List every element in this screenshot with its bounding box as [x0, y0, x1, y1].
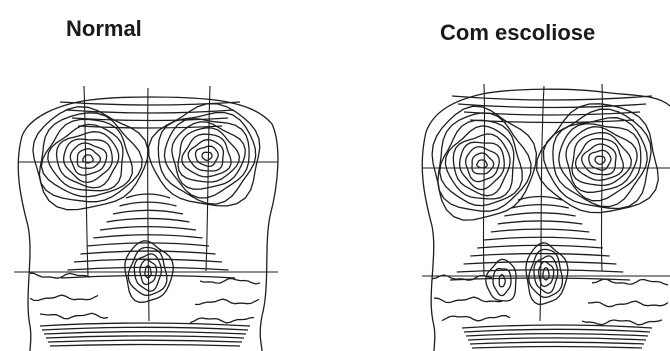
normal-moire-image: [0, 76, 300, 351]
lower-band-contour: [464, 329, 650, 332]
lower-band-contour: [470, 342, 644, 344]
scapula-contour: [589, 150, 611, 170]
scoliosis-label: Com escoliose: [440, 20, 595, 46]
lower-band-contour: [466, 334, 648, 336]
midback-contour: [511, 205, 569, 208]
flank-contour: [200, 279, 260, 285]
scapula-contour: [196, 146, 219, 166]
lower-band-contour: [462, 325, 652, 328]
midback-contour: [491, 229, 589, 232]
normal-contour-lines: [30, 102, 260, 346]
scapula-contour: [472, 153, 494, 174]
midback-contour: [484, 237, 596, 240]
scapula-contour: [595, 156, 605, 164]
midback-contour: [498, 221, 583, 224]
scapula-contour: [33, 107, 148, 210]
vertical-grid-line: [601, 84, 602, 271]
midback-contour: [464, 262, 617, 264]
upper-contour: [60, 102, 240, 105]
upper-contour: [464, 112, 640, 115]
midback-contour: [504, 213, 575, 216]
flank-contour: [190, 318, 254, 323]
vertical-grid-line: [84, 86, 88, 276]
lower-band-contour: [50, 345, 240, 347]
flank-contour: [434, 297, 502, 302]
scapula-contour: [70, 143, 106, 175]
lumbar-contour: [493, 269, 511, 296]
flank-contour: [195, 299, 259, 304]
lower-band-contour: [46, 336, 244, 338]
lower-band-contour: [44, 332, 246, 334]
lower-band-contour: [42, 327, 248, 330]
lower-band-contour: [468, 338, 646, 340]
flank-contour: [30, 295, 98, 300]
midback-contour: [477, 245, 603, 248]
flank-contour: [582, 320, 662, 325]
lower-band-contour: [472, 347, 642, 349]
scapula-contour: [544, 109, 652, 208]
flank-contour: [442, 316, 510, 321]
midback-contour: [470, 254, 609, 256]
scapula-contour: [477, 160, 487, 168]
lower-band-contour: [40, 323, 250, 326]
scoliosis-moire-image: [412, 76, 670, 351]
lower-band-contour: [48, 340, 242, 342]
normal-label: Normal: [66, 16, 142, 42]
scapula-contour: [559, 124, 641, 201]
scapula-contour: [164, 119, 249, 198]
vertical-grid-line: [148, 88, 149, 321]
upper-contour: [452, 96, 652, 100]
flank-contour: [40, 313, 108, 318]
midback-contour: [518, 197, 562, 201]
scapula-contour: [202, 152, 212, 160]
scoliosis-contour-lines: [432, 96, 668, 348]
scapula-contour: [77, 149, 100, 169]
flank-contour: [588, 301, 668, 307]
midback-contour: [457, 270, 623, 272]
